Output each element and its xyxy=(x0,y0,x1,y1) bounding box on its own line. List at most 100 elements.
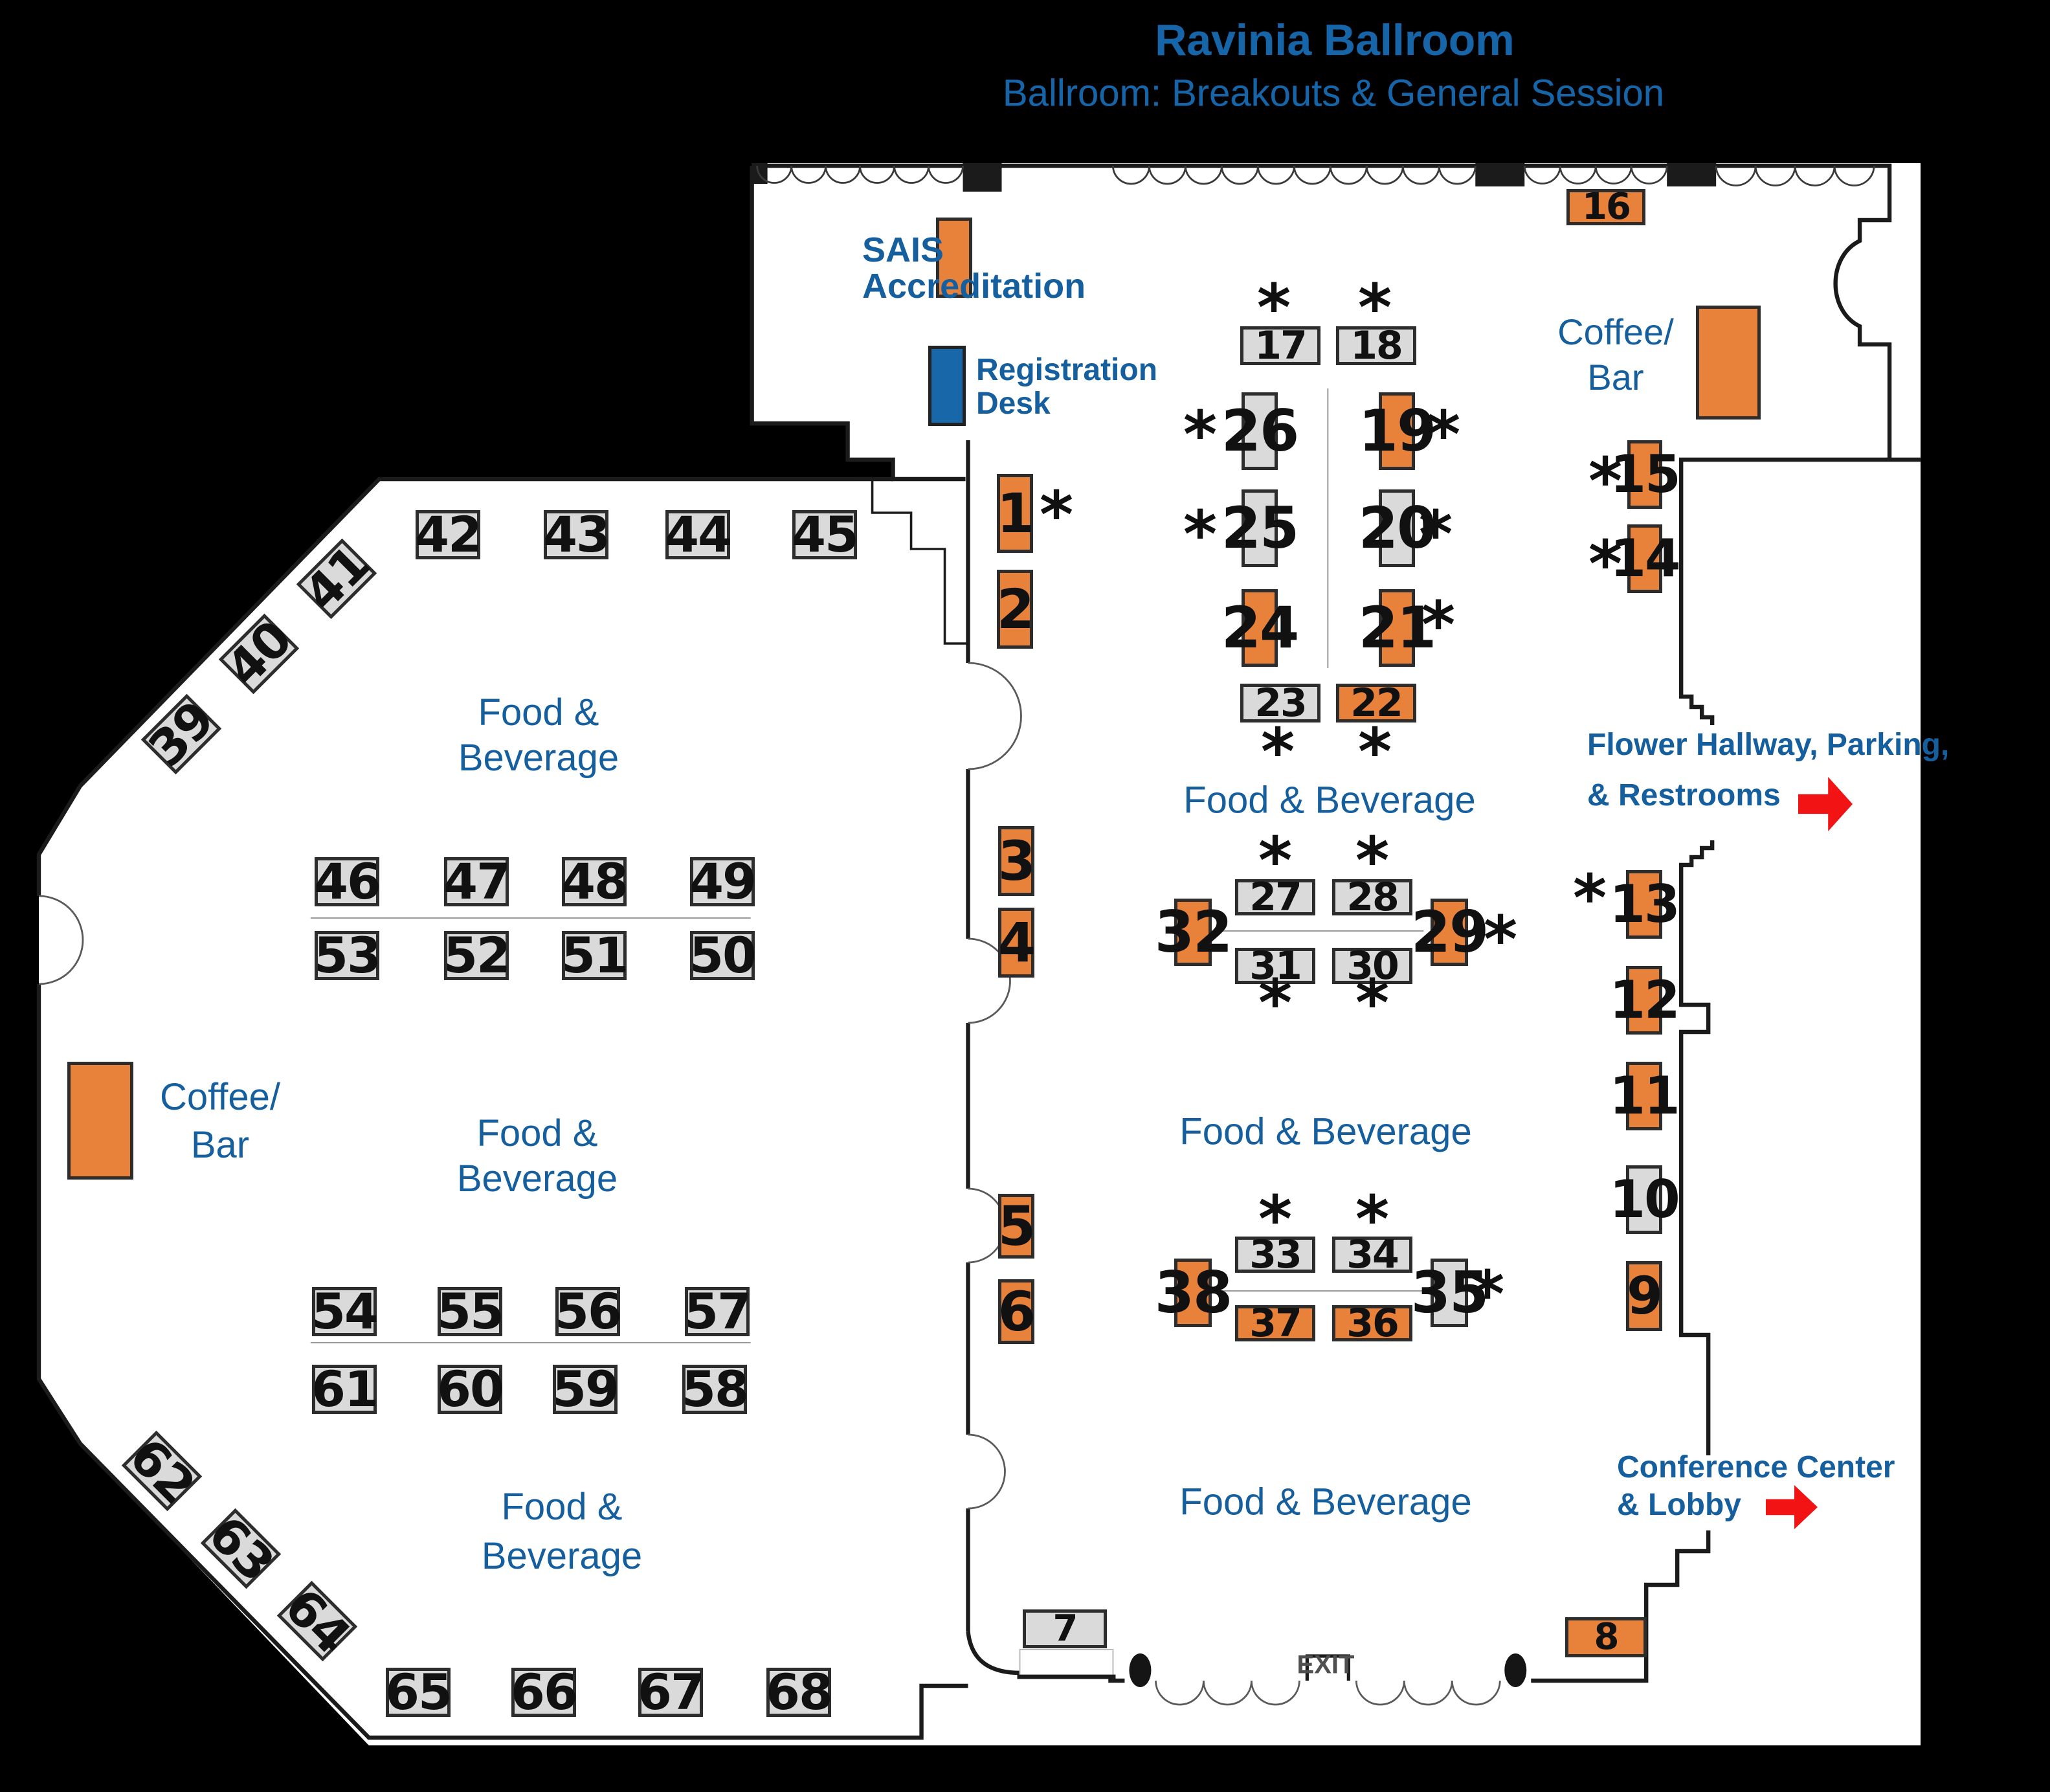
booth-28: 28 xyxy=(1332,878,1412,917)
asterisk-marker: * xyxy=(1183,497,1218,572)
booth-number: 58 xyxy=(682,1360,749,1418)
asterisk-marker: * xyxy=(1258,965,1293,1041)
booth-66: 66 xyxy=(511,1663,578,1721)
booth-number: 36 xyxy=(1346,1301,1399,1346)
booth-23: 23 xyxy=(1240,684,1320,722)
label-food-beverage-left-1: Food & Beverage xyxy=(458,691,619,779)
booth-67: 67 xyxy=(638,1663,705,1721)
asterisk-marker: * xyxy=(1588,443,1623,519)
booth-35: 35 xyxy=(1411,1259,1489,1327)
column-right xyxy=(1504,1653,1527,1687)
wall-left-area xyxy=(36,476,968,1740)
asterisk-marker: * xyxy=(1483,902,1518,978)
booth-number: 67 xyxy=(638,1663,705,1721)
booth-number: 61 xyxy=(311,1360,379,1418)
booth-number: 48 xyxy=(561,853,629,910)
booth-18: 18 xyxy=(1336,326,1416,365)
booth-number: 60 xyxy=(437,1360,504,1418)
asterisk-marker: * xyxy=(1183,397,1218,473)
asterisk-marker: * xyxy=(1258,823,1293,899)
wall-corridor-steps xyxy=(856,478,968,645)
wall-right-lower xyxy=(1531,1530,1711,1683)
interior-dividers xyxy=(310,388,1424,1343)
booth-number: 47 xyxy=(443,853,511,910)
booth-number: 45 xyxy=(792,506,859,563)
booth-53: 53 xyxy=(314,931,381,980)
booth-21: 21 xyxy=(1359,589,1436,667)
coffee-bar-booth-right xyxy=(1696,306,1761,420)
label-exit: EXIT xyxy=(1297,1650,1355,1679)
booth-8: 8 xyxy=(1565,1617,1647,1657)
booth-10: 10 xyxy=(1609,1165,1680,1234)
booth-37: 37 xyxy=(1235,1304,1315,1343)
asterisk-marker: * xyxy=(1572,860,1607,936)
booth-number: 31 xyxy=(1249,943,1302,989)
booth-3: 3 xyxy=(998,826,1036,896)
booth-number: 11 xyxy=(1609,1066,1680,1126)
booth-26: 26 xyxy=(1221,392,1299,470)
booth-number: 24 xyxy=(1221,594,1299,661)
asterisk-marker: * xyxy=(1426,397,1461,473)
label-flower-hallway: Flower Hallway, Parking, & Restrooms xyxy=(1587,728,1950,812)
booth-number: 4 xyxy=(997,911,1036,974)
booth-number: 56 xyxy=(555,1282,622,1340)
booth-number: 16 xyxy=(1582,186,1631,228)
asterisk-marker: * xyxy=(1355,1182,1390,1257)
booth-number: 44 xyxy=(665,506,732,563)
booth-number: 66 xyxy=(511,1663,578,1721)
booth-9: 9 xyxy=(1626,1261,1663,1331)
booth-33: 33 xyxy=(1235,1235,1315,1274)
booth-number: 14 xyxy=(1610,528,1680,588)
booth-24: 24 xyxy=(1221,589,1299,667)
booth-57: 57 xyxy=(684,1287,752,1336)
label-food-beverage-right-3: Food & Beverage xyxy=(1179,1481,1472,1523)
label-coffee-bar-right: Coffee/ Bar xyxy=(1557,311,1674,398)
asterisk-marker: * xyxy=(1421,587,1456,663)
booth-number: 19 xyxy=(1358,398,1436,464)
asterisk-marker: * xyxy=(1470,1257,1505,1332)
booth-13: 13 xyxy=(1609,870,1680,939)
label-coffee-bar-left: Coffee/ Bar xyxy=(160,1076,280,1166)
page-subtitle: Ballroom: Breakouts & General Session xyxy=(1003,72,1664,115)
booth-number: 26 xyxy=(1221,398,1299,464)
booth-14: 14 xyxy=(1610,524,1681,593)
booth-36: 36 xyxy=(1332,1301,1412,1346)
booth-4: 4 xyxy=(997,908,1036,978)
booth-1: 1 xyxy=(997,474,1034,553)
asterisk-marker: * xyxy=(1588,526,1623,602)
booth-42: 42 xyxy=(415,510,482,559)
booth-27: 27 xyxy=(1235,875,1315,920)
booth-58: 58 xyxy=(682,1360,749,1418)
booth-number: 34 xyxy=(1346,1232,1399,1277)
booth-30: 30 xyxy=(1332,946,1412,985)
booth-6: 6 xyxy=(998,1279,1036,1344)
booth-48: 48 xyxy=(561,853,629,910)
page-title: Ravinia Ballroom xyxy=(1155,16,1515,65)
coffee-bar-booth-left xyxy=(67,1062,133,1180)
booth-number: 65 xyxy=(385,1663,452,1721)
exit-door-frame xyxy=(1305,1654,1350,1681)
wall-top xyxy=(752,163,1892,460)
asterisk-marker: * xyxy=(1256,270,1291,346)
booth-number: 8 xyxy=(1594,1616,1620,1658)
booth-55: 55 xyxy=(437,1287,504,1336)
booth-11: 11 xyxy=(1609,1062,1680,1130)
booth-68: 68 xyxy=(766,1668,833,1717)
label-food-beverage-right-1: Food & Beverage xyxy=(1183,779,1476,822)
booth-15: 15 xyxy=(1610,440,1681,509)
booth-number: 21 xyxy=(1358,594,1436,661)
booth-22: 22 xyxy=(1336,684,1416,722)
booth-number: 22 xyxy=(1350,680,1403,726)
asterisk-marker: * xyxy=(1355,965,1390,1041)
label-registration-desk: Registration Desk xyxy=(976,353,1158,421)
booth-number: 27 xyxy=(1249,875,1302,920)
booth-number: 38 xyxy=(1154,1259,1232,1326)
label-food-beverage-left-3: Food & Beverage xyxy=(481,1486,643,1577)
booth-44: 44 xyxy=(665,506,732,563)
label-conference-center: Conference Center & Lobby xyxy=(1617,1450,1895,1522)
booth-number: 46 xyxy=(314,853,381,910)
booth-number: 59 xyxy=(552,1360,619,1418)
asterisk-marker: * xyxy=(1357,714,1392,790)
asterisk-marker: * xyxy=(1260,714,1295,790)
booth-number: 13 xyxy=(1609,874,1680,934)
